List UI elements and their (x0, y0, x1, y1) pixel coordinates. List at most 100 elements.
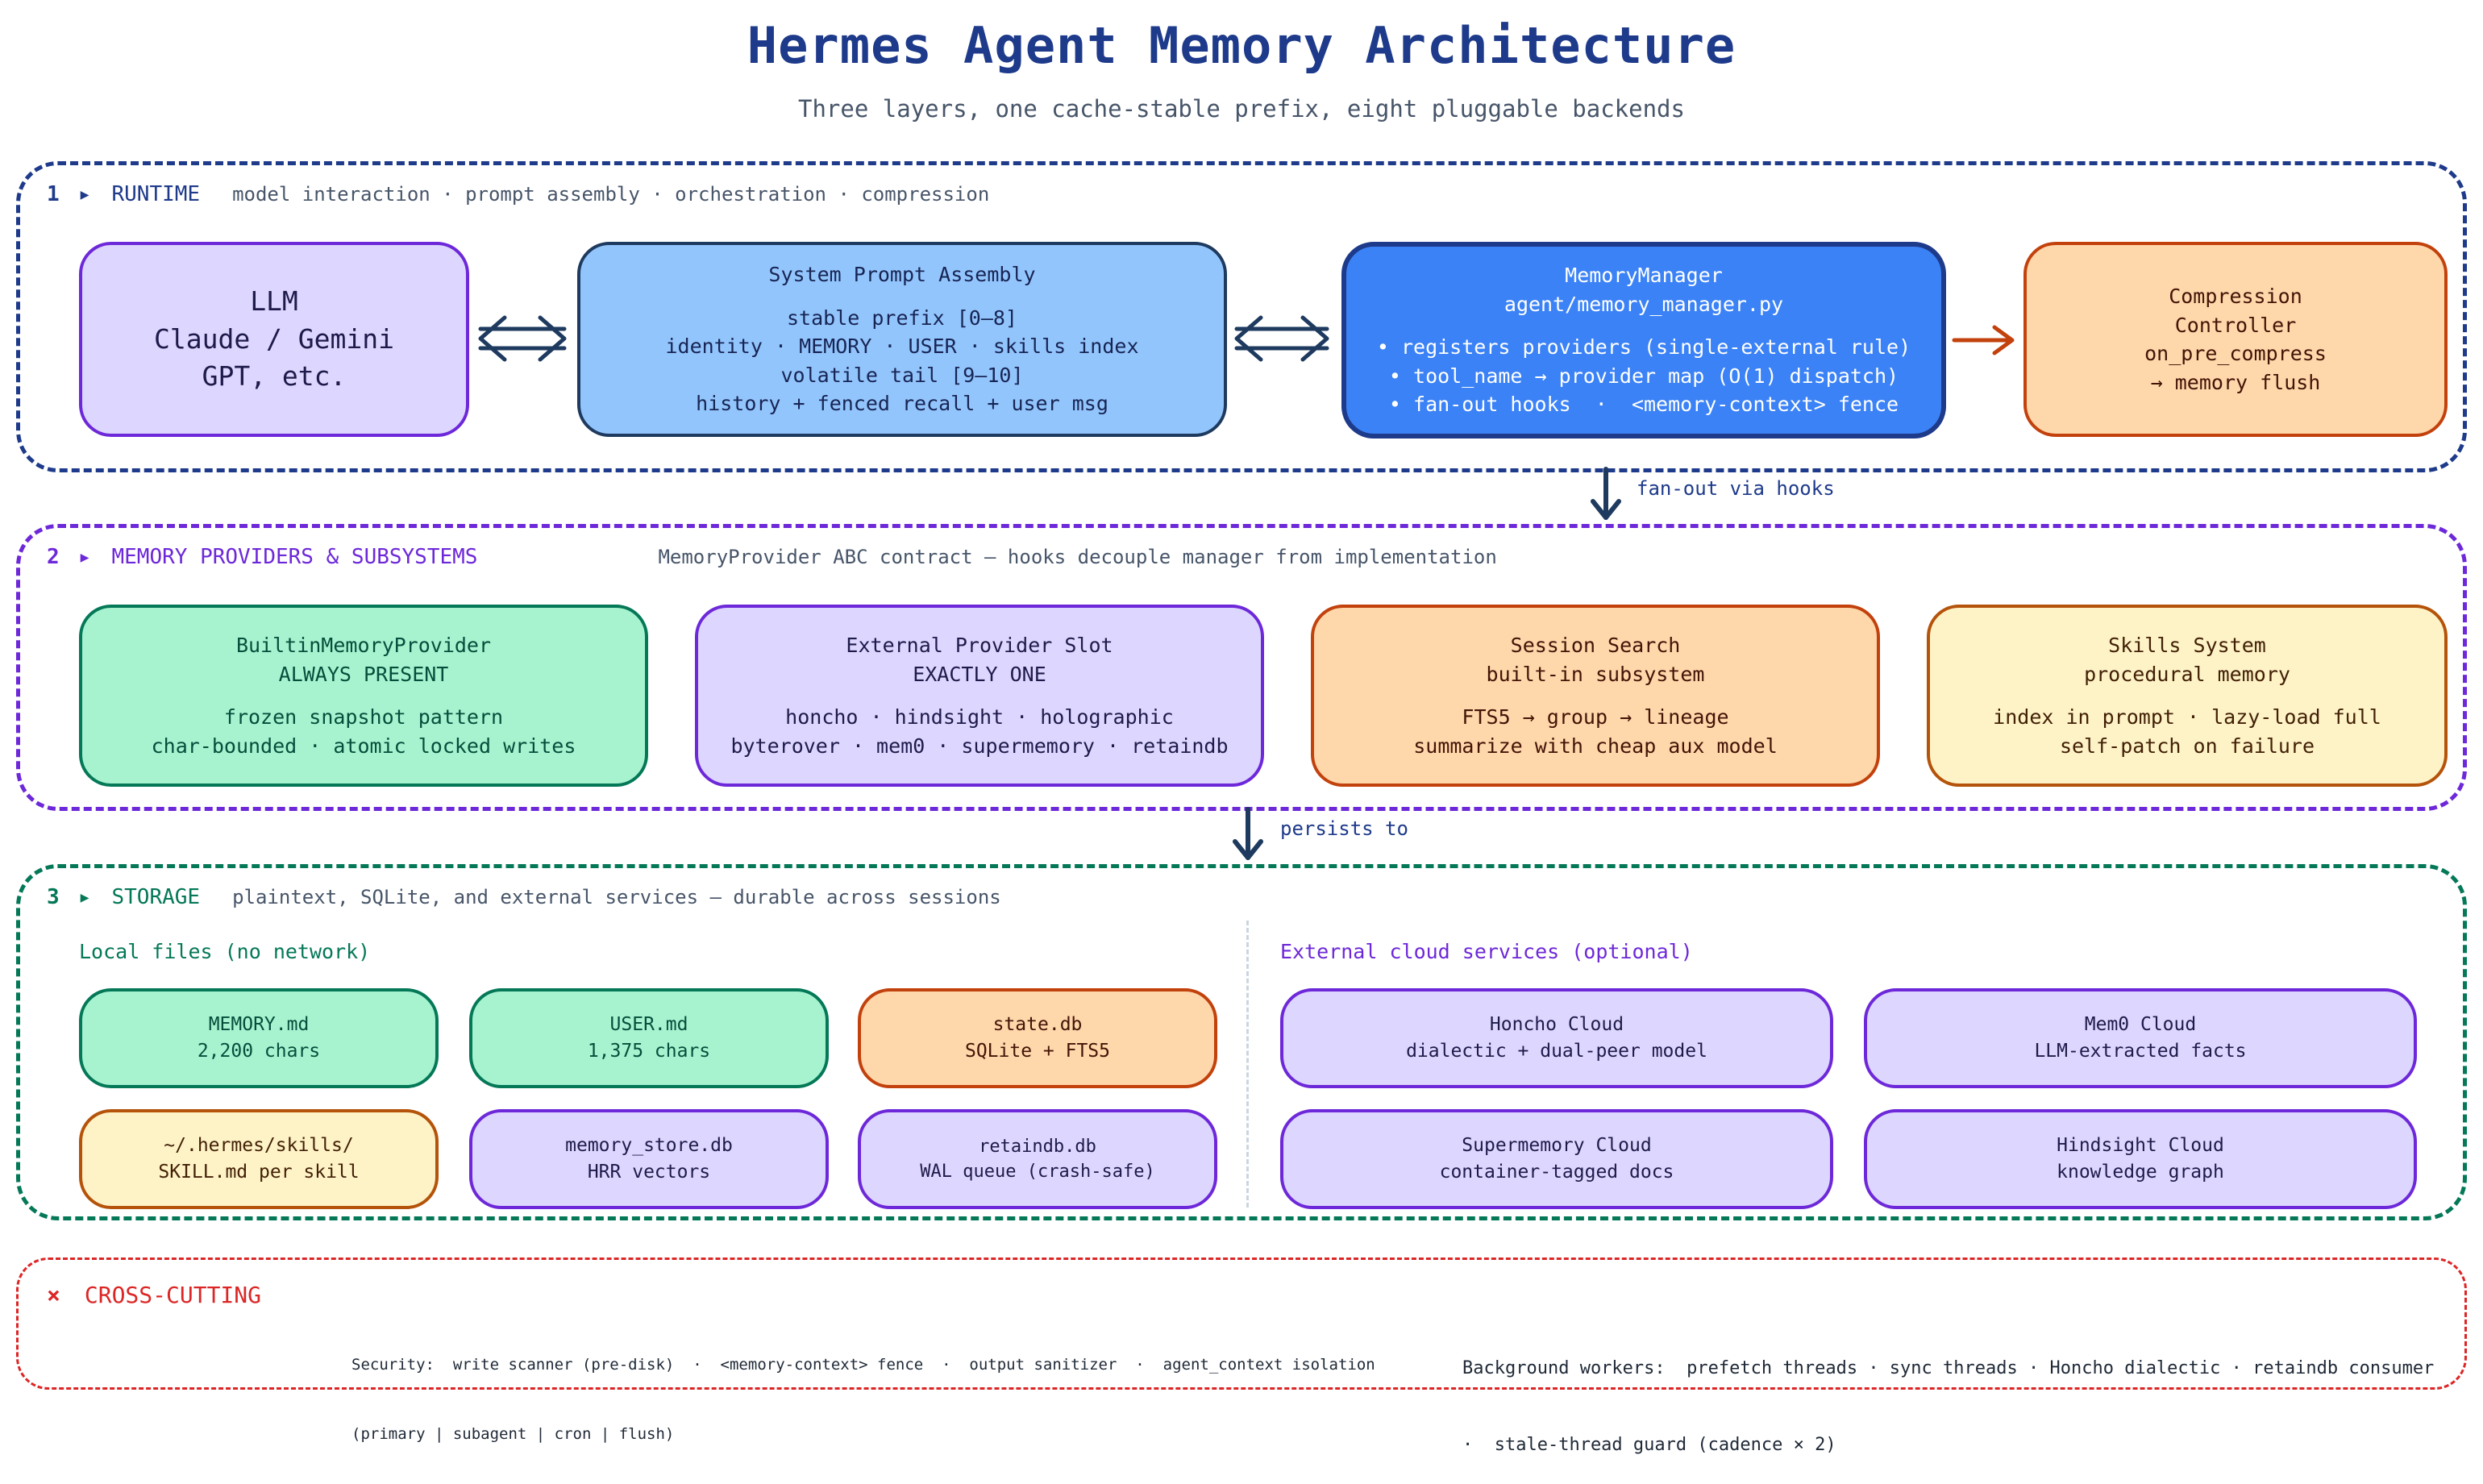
box-line: WAL queue (crash-safe) (920, 1162, 1155, 1182)
connector-arrows (478, 315, 2015, 860)
box-title: External Provider Slot (846, 634, 1113, 657)
box-line: knowledge graph (2057, 1162, 2224, 1183)
box-line: FTS5 → group → lineage (1462, 705, 1729, 729)
diagram-title: Hermes Agent Memory Architecture (747, 16, 1736, 75)
box-line: SKILL.md per skill (158, 1162, 360, 1183)
box-line: • registers providers (single-external r… (1376, 335, 1911, 360)
box-line: 1,375 chars (587, 1041, 711, 1062)
box-subtitle: built-in subsystem (1486, 662, 1705, 686)
triangle-icon: ▶ (80, 185, 89, 203)
box-title: Supermemory Cloud (1462, 1135, 1652, 1157)
box-title: ~/.hermes/skills/ (164, 1135, 354, 1157)
builtin-memory-provider-box: BuiltinMemoryProvider ALWAYS PRESENT fro… (79, 605, 648, 787)
box-line: on_pre_compress (2144, 342, 2327, 365)
box-line: • tool_name → provider map (O(1) dispatc… (1388, 364, 1899, 388)
box-line: 2,200 chars (197, 1041, 321, 1062)
box-line: → memory flush (2150, 370, 2321, 394)
note-line: Security: write scanner (pre-disk) · <me… (351, 1356, 1375, 1374)
mem0-cloud-box: Mem0 Cloud LLM-extracted facts (1864, 988, 2417, 1088)
box-line: volatile tail [9–10] (780, 363, 1024, 387)
runtime-header: 1 ▶ RUNTIME model interaction · prompt a… (47, 182, 989, 206)
layer-description: plaintext, SQLite, and external services… (232, 886, 1001, 908)
llm-models-more: GPT, etc. (202, 360, 347, 393)
diagram-subtitle: Three layers, one cache-stable prefix, e… (798, 95, 1685, 123)
box-line: HRR vectors (587, 1162, 711, 1183)
memory-manager-box: MemoryManager agent/memory_manager.py • … (1341, 242, 1946, 439)
user-md-box: USER.md 1,375 chars (469, 988, 829, 1088)
memory-md-box: MEMORY.md 2,200 chars (79, 988, 439, 1088)
layer-description: MemoryProvider ABC contract — hooks deco… (658, 546, 1497, 568)
box-line: dialectic + dual-peer model (1406, 1041, 1707, 1062)
note-line: Background workers: prefetch threads · s… (1462, 1357, 2435, 1378)
compression-controller-box: Compression Controller on_pre_compress →… (2023, 242, 2448, 437)
llm-box: LLM Claude / Gemini GPT, etc. (79, 242, 469, 437)
layer-number: 1 (47, 182, 60, 206)
cross-cutting-header: × CROSS-CUTTING (47, 1282, 293, 1308)
retaindb-db-box: retaindb.db WAL queue (crash-safe) (858, 1109, 1217, 1209)
box-title: Hindsight Cloud (2057, 1135, 2224, 1157)
persists-label: persists to (1280, 817, 1408, 840)
note-line: (primary | subagent | cron | flush) (351, 1424, 675, 1443)
box-title: retaindb.db (979, 1136, 1096, 1157)
system-prompt-assembly-box: System Prompt Assembly stable prefix [0–… (577, 242, 1227, 437)
layer-description: model interaction · prompt assembly · or… (232, 183, 990, 206)
fanout-label: fan-out via hooks (1637, 477, 1835, 500)
layer-number: 2 (47, 545, 60, 569)
box-title: BuiltinMemoryProvider (235, 634, 492, 657)
skills-dir-box: ~/.hermes/skills/ SKILL.md per skill (79, 1109, 439, 1209)
box-title: Skills System (2108, 634, 2266, 657)
box-line: container-tagged docs (1439, 1162, 1674, 1183)
layer-name: MEMORY PROVIDERS & SUBSYSTEMS (111, 545, 478, 569)
box-title: MEMORY.md (208, 1014, 310, 1036)
close-icon: × (47, 1282, 60, 1308)
llm-label: LLM (250, 285, 298, 317)
supermemory-cloud-box: Supermemory Cloud container-tagged docs (1280, 1109, 1833, 1209)
layer-name: CROSS-CUTTING (84, 1282, 262, 1308)
box-title: memory_store.db (565, 1135, 733, 1157)
hindsight-cloud-box: Hindsight Cloud knowledge graph (1864, 1109, 2417, 1209)
box-subtitle: procedural memory (2084, 662, 2290, 686)
box-subtitle: ALWAYS PRESENT (278, 662, 449, 686)
box-title: Session Search (1510, 634, 1681, 657)
storage-layer (16, 864, 2467, 1220)
box-title: Mem0 Cloud (2084, 1014, 2197, 1036)
cross-cutting-layer (16, 1257, 2467, 1390)
providers-header: 2 ▶ MEMORY PROVIDERS & SUBSYSTEMS Memory… (47, 545, 1497, 569)
box-line: SQLite + FTS5 (964, 1041, 1110, 1062)
down-arrow-icon (1233, 807, 1263, 860)
layer-name: STORAGE (111, 885, 201, 909)
box-subtitle: EXACTLY ONE (913, 662, 1046, 686)
triangle-icon: ▶ (80, 548, 89, 566)
box-line: summarize with cheap aux model (1413, 734, 1778, 758)
box-line: stable prefix [0–8] (787, 306, 1017, 330)
box-line: byterover · mem0 · supermemory · retaind… (730, 734, 1229, 758)
storage-header: 3 ▶ STORAGE plaintext, SQLite, and exter… (47, 885, 1001, 909)
down-arrow-icon (1591, 467, 1621, 520)
box-line: Controller (2174, 313, 2297, 337)
providers-layer (16, 524, 2467, 811)
llm-models: Claude / Gemini (153, 322, 394, 355)
bidirectional-arrow-icon (1234, 315, 1329, 362)
honcho-cloud-box: Honcho Cloud dialectic + dual-peer model (1280, 988, 1833, 1088)
state-db-box: state.db SQLite + FTS5 (858, 988, 1217, 1088)
box-line: index in prompt · lazy-load full (1993, 705, 2381, 729)
box-line: • fan-out hooks · <memory-context> fence (1388, 393, 1899, 417)
storage-divider (1246, 921, 1249, 1208)
box-title: Honcho Cloud (1489, 1014, 1624, 1036)
box-line: char-bounded · atomic locked writes (151, 734, 576, 758)
note-line: · stale-thread guard (cadence × 2) (1462, 1435, 1836, 1456)
box-line: self-patch on failure (2059, 734, 2315, 758)
local-files-label: Local files (no network) (79, 940, 371, 963)
box-line: frozen snapshot pattern (223, 705, 504, 729)
box-title: MemoryManager (1565, 264, 1723, 288)
box-line: Compression (2169, 285, 2302, 308)
box-title: System Prompt Assembly (768, 263, 1036, 287)
memory-store-db-box: memory_store.db HRR vectors (469, 1109, 829, 1209)
box-path: agent/memory_manager.py (1504, 292, 1784, 316)
external-provider-slot-box: External Provider Slot EXACTLY ONE honch… (695, 605, 1264, 787)
box-line: history + fenced recall + user msg (696, 392, 1108, 416)
box-line: LLM-extracted facts (2034, 1041, 2247, 1062)
layer-name: RUNTIME (111, 182, 201, 206)
triangle-icon: ▶ (80, 888, 89, 906)
box-line: identity · MEMORY · USER · skills index (665, 335, 1139, 359)
